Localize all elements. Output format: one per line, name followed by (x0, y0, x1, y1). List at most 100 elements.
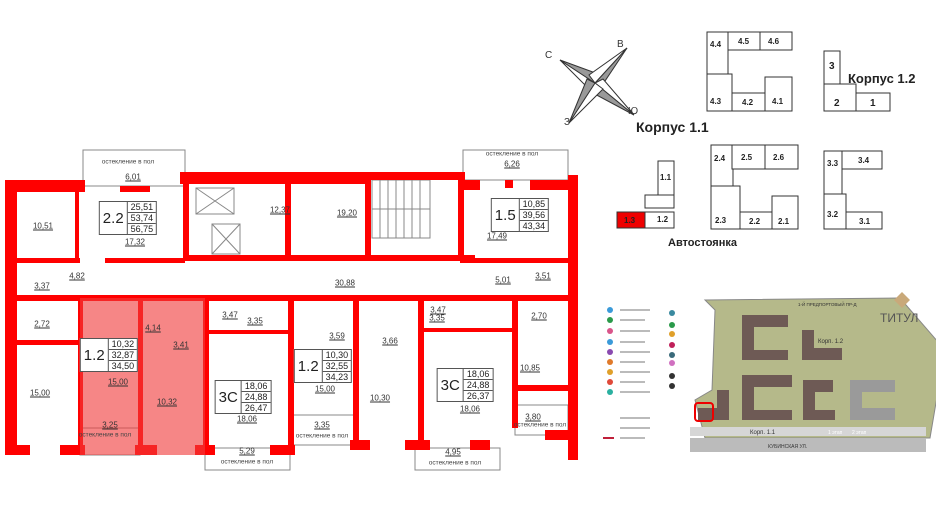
apartment-type: 1.2 (295, 350, 323, 382)
living-area: 10,85 (519, 199, 549, 210)
total-area: 24,88 (463, 380, 493, 391)
section-label: 1.1 (660, 173, 672, 182)
balcony-outline (289, 414, 356, 446)
balcony-outline (204, 447, 291, 471)
room-area: 15,00 (314, 384, 336, 394)
glazing-label: остекление в пол (220, 458, 274, 466)
apartment-type: 3С (438, 369, 464, 401)
total-area-with-balcony: 34,50 (111, 361, 135, 371)
selected-section-marker[interactable] (694, 402, 714, 422)
total-area-with-balcony: 43,34 (522, 221, 546, 231)
room-area: 15,00 (29, 388, 51, 398)
apartment-type: 1.5 (492, 199, 520, 231)
room-area: 2,72 (34, 319, 50, 329)
apartment-type: 3С (216, 381, 242, 413)
road-label: 1-Й ПРЕДПОРТОВЫЙ ПР-Д (798, 300, 857, 307)
room-area: 3,51 (535, 271, 551, 281)
stage-2-label: 2 этап (852, 430, 867, 436)
section-label: 4.2 (742, 98, 754, 107)
total-area-with-balcony: 26,37 (466, 391, 490, 401)
room-area: 3,25 (102, 420, 118, 430)
room-area: 3,35 (314, 420, 330, 430)
room-area: 17,32 (124, 237, 146, 247)
room-area: 4,95 (445, 447, 461, 457)
room-area: 10,51 (32, 221, 54, 231)
room-area: 15,00 (107, 377, 129, 387)
glazing-label: остекление в пол (295, 432, 349, 440)
section-label: 2.5 (741, 153, 753, 162)
korp-11-label: Корп. 1.1 (750, 430, 776, 436)
section-label: 1.2 (657, 215, 669, 224)
parking-label: Автостоянка (668, 237, 737, 249)
elevator-shaft (211, 223, 241, 255)
room-area: 5,29 (239, 446, 255, 456)
section-label: 1 (870, 98, 876, 109)
total-area: 24,88 (241, 392, 271, 403)
living-area: 10,30 (322, 350, 352, 361)
total-area: 32,55 (322, 361, 352, 372)
street-label: КУБИНСКАЯ УЛ. (768, 444, 807, 450)
total-area: 39,56 (519, 210, 549, 221)
compass-rose-icon (559, 47, 635, 124)
stairs (371, 179, 431, 239)
section-label: 2.3 (715, 216, 727, 225)
section-label: 3.3 (827, 159, 839, 168)
key-plan: 4.4 4.5 4.6 4.3 4.2 4.1 3 2 1 2.4 2.5 2.… (616, 31, 891, 230)
room-area: 5,01 (495, 275, 511, 285)
section-label: 4.6 (768, 37, 780, 46)
compass-east: В (617, 39, 624, 50)
apartment-type: 2.2 (100, 202, 128, 234)
living-area: 18,06 (241, 381, 271, 392)
room-area: 30,88 (334, 278, 356, 288)
room-area: 3,47 (430, 305, 446, 315)
compass-north: С (545, 50, 553, 61)
compass-west: З (564, 117, 571, 128)
total-area-with-balcony: 34,23 (325, 372, 349, 382)
balcony-outline (462, 149, 569, 181)
glazing-label: остекление в пол (101, 158, 155, 166)
korp-12-label: Корп. 1.2 (818, 339, 844, 345)
section-label: 4.1 (772, 97, 784, 106)
brand-name: ТИТУЛ (880, 311, 918, 325)
balcony-outline (414, 447, 501, 471)
selected-apartment-highlight[interactable] (80, 298, 205, 455)
section-label: 1.3 (624, 216, 636, 225)
section-label: 3 (829, 61, 835, 72)
section-label: 2.6 (773, 153, 785, 162)
total-area-with-balcony: 26,47 (244, 403, 268, 413)
section-label: 4.3 (710, 97, 722, 106)
room-area: 18,06 (459, 404, 481, 414)
room-area: 6,01 (125, 172, 141, 182)
brand-logo-icon (894, 292, 910, 308)
room-area: 3,80 (525, 412, 541, 422)
room-area: 3,47 (222, 310, 238, 320)
room-area: 2,70 (531, 311, 547, 321)
room-area: 18,06 (236, 414, 258, 424)
apartment-type: 1.2 (81, 339, 109, 371)
compass-south: Ю (628, 106, 639, 117)
section-label: 3.2 (827, 210, 839, 219)
room-area: 19,20 (336, 208, 358, 218)
room-area: 10,30 (369, 393, 391, 403)
section-label: 3.1 (859, 217, 871, 226)
room-area: 3,35 (247, 316, 263, 326)
living-area: 18,06 (463, 369, 493, 380)
living-area: 10,32 (108, 339, 138, 350)
glazing-label: остекление в пол (428, 459, 482, 467)
section-label: 2.4 (714, 154, 726, 163)
room-area: 6,26 (504, 159, 520, 169)
section-label: 2 (834, 98, 840, 109)
section-label: 4.5 (738, 37, 750, 46)
site-plan-map[interactable]: 1-Й ПРЕДПОРТОВЫЙ ПР-Д КУБИНСКАЯ УЛ. Корп… (690, 290, 936, 470)
room-area: 4,14 (145, 323, 161, 333)
section-label: 2.1 (778, 217, 790, 226)
room-area: 3,66 (382, 336, 398, 346)
